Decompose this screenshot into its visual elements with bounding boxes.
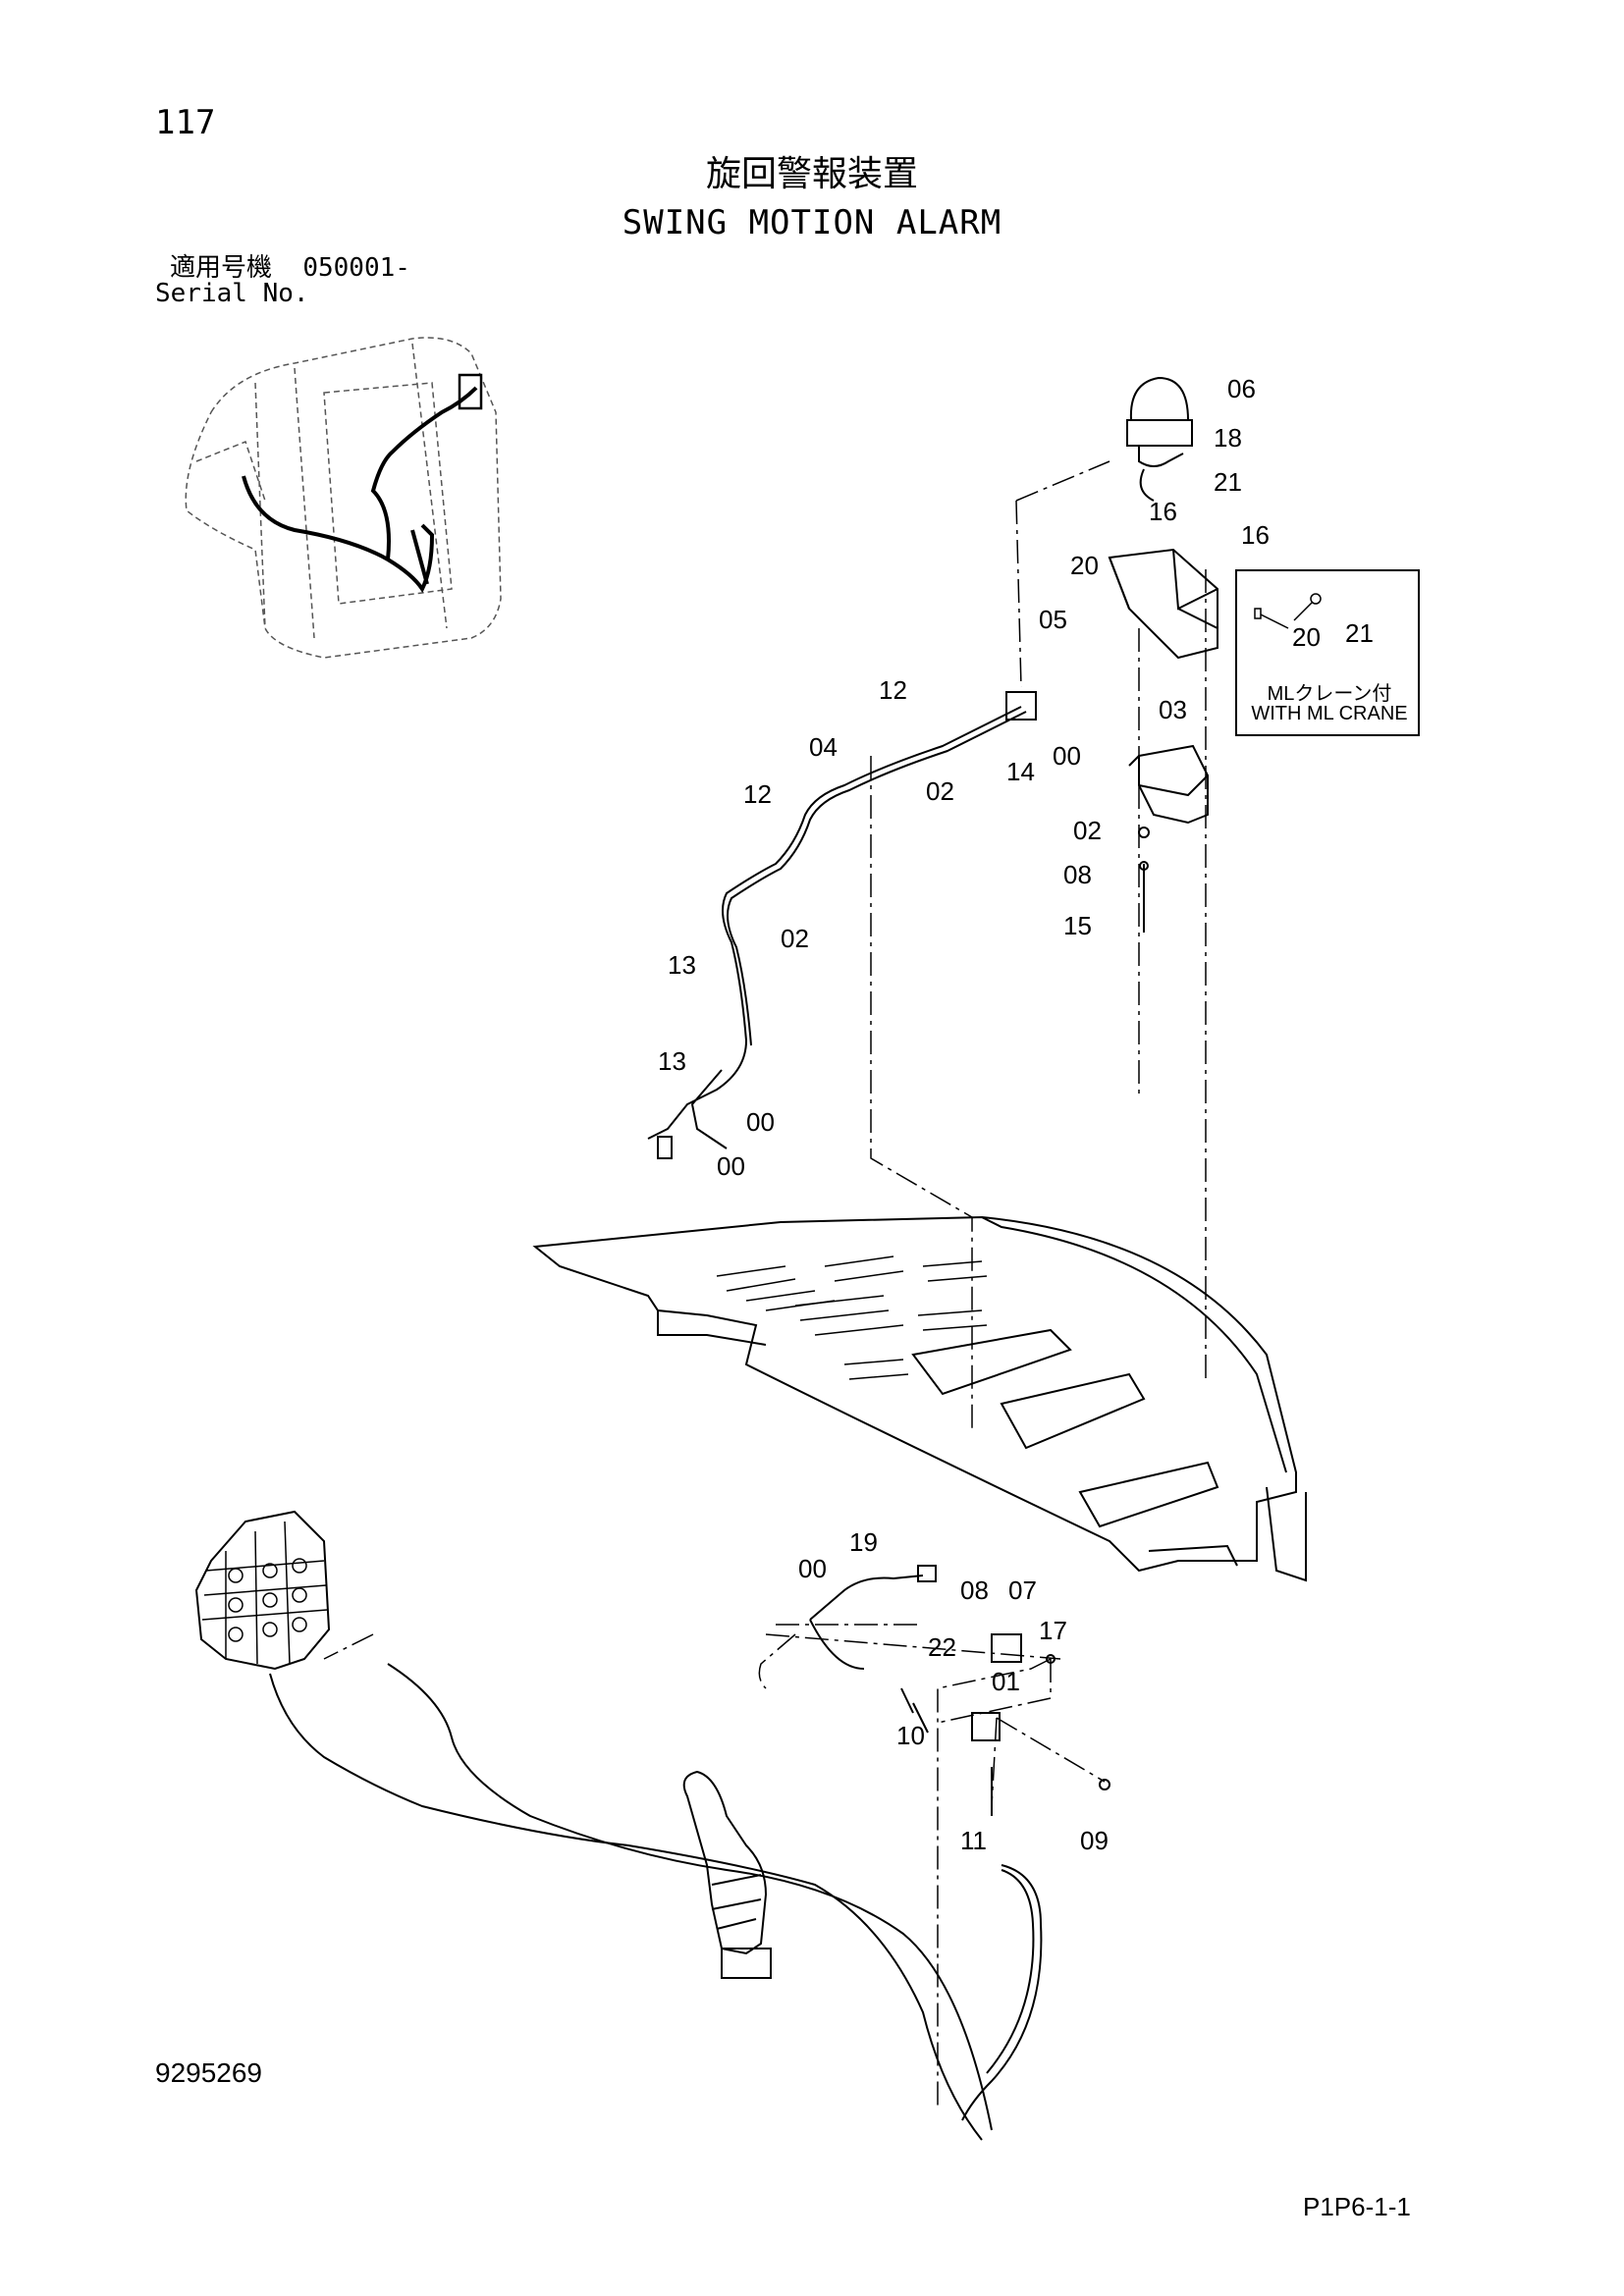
callout-08b: 08 bbox=[960, 1575, 989, 1605]
serial-label-en: Serial No. bbox=[155, 279, 309, 308]
floor-recess-3 bbox=[1078, 1461, 1219, 1528]
floor-recess-1 bbox=[911, 1328, 1072, 1396]
callout-13a: 13 bbox=[668, 950, 696, 980]
hose-2 bbox=[387, 1663, 993, 2131]
callout-02b: 02 bbox=[1073, 816, 1102, 845]
callout-15: 15 bbox=[1063, 911, 1092, 940]
callout-16b: 16 bbox=[1241, 520, 1270, 550]
callout-17: 17 bbox=[1039, 1616, 1067, 1645]
control-valve bbox=[194, 1510, 331, 1671]
callout-10: 10 bbox=[896, 1721, 925, 1750]
callout-02c: 02 bbox=[781, 924, 809, 953]
note-line-jp: MLクレーン付 bbox=[1267, 683, 1392, 705]
callout-02a: 02 bbox=[926, 776, 954, 806]
note-callout-21: 21 bbox=[1345, 618, 1374, 648]
note-line-en: WITH ML CRANE bbox=[1251, 703, 1408, 724]
harness-19 bbox=[809, 1575, 924, 1621]
title-japanese: 旋回警報装置 bbox=[705, 154, 918, 194]
serial-line-jp: 適用号機 050001- bbox=[170, 255, 410, 281]
callout-21: 21 bbox=[1214, 467, 1242, 497]
callout-20: 20 bbox=[1070, 551, 1099, 580]
serial-value: 050001- bbox=[302, 253, 410, 283]
overview-harness bbox=[242, 386, 478, 593]
box-03 bbox=[1138, 744, 1209, 825]
floor-recess-2 bbox=[1000, 1372, 1146, 1450]
callout-18: 18 bbox=[1214, 423, 1242, 453]
callout-05: 05 bbox=[1039, 605, 1067, 634]
title-english: SWING MOTION ALARM bbox=[622, 203, 1002, 242]
note-box-parts bbox=[1254, 593, 1322, 629]
callout-11: 11 bbox=[960, 1826, 987, 1855]
callout-13b: 13 bbox=[658, 1046, 686, 1076]
page-number: 117 bbox=[155, 103, 216, 142]
document-number: 9295269 bbox=[155, 2057, 263, 2088]
callout-12a: 12 bbox=[879, 675, 907, 705]
overview-alarm-unit bbox=[458, 373, 483, 410]
hose-3 bbox=[961, 1864, 1043, 2121]
note-callout-20: 20 bbox=[1292, 622, 1321, 652]
serial-label-jp: 適用号機 bbox=[170, 253, 273, 283]
callout-00b: 00 bbox=[746, 1107, 775, 1137]
pilot-lever bbox=[682, 1770, 768, 1955]
hose-1 bbox=[269, 1673, 983, 2141]
ml-crane-note-box: 20 21 MLクレーン付 WITH ML CRANE bbox=[1235, 569, 1420, 736]
callout-00d: 00 bbox=[798, 1554, 827, 1583]
callout-01: 01 bbox=[992, 1667, 1020, 1696]
callout-12b: 12 bbox=[743, 779, 772, 809]
floor-panel bbox=[532, 1215, 1297, 1573]
bracket-05 bbox=[1108, 548, 1218, 660]
beacon-dome bbox=[1129, 376, 1190, 421]
callout-07: 07 bbox=[1008, 1575, 1037, 1605]
page-code: P1P6-1-1 bbox=[1303, 2192, 1411, 2221]
callout-06: 06 bbox=[1227, 374, 1256, 403]
callout-08a: 08 bbox=[1063, 860, 1092, 889]
callout-19: 19 bbox=[849, 1527, 878, 1557]
callout-22: 22 bbox=[928, 1632, 956, 1662]
callout-16a: 16 bbox=[1149, 497, 1177, 526]
callout-00c: 00 bbox=[717, 1151, 745, 1181]
callout-14: 14 bbox=[1006, 757, 1035, 786]
callout-03: 03 bbox=[1159, 695, 1187, 724]
beacon-base bbox=[1126, 419, 1193, 447]
callout-04: 04 bbox=[809, 732, 838, 762]
callout-00a: 00 bbox=[1053, 741, 1081, 771]
callout-09: 09 bbox=[1080, 1826, 1109, 1855]
floor-slots bbox=[716, 1255, 988, 1380]
harness-04 bbox=[647, 706, 1022, 1140]
cab-overview-drawing bbox=[185, 337, 502, 659]
